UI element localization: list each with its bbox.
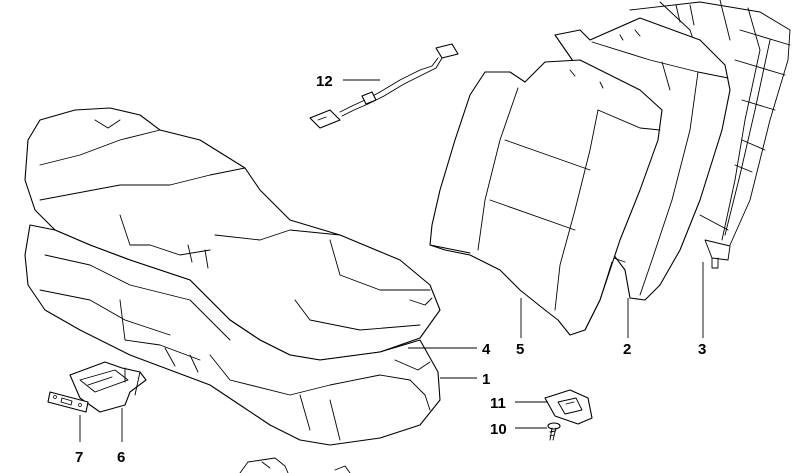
callout-4: 4 bbox=[482, 341, 491, 358]
part-11-latch-cover bbox=[544, 389, 593, 425]
callout-10: 10 bbox=[490, 421, 507, 438]
callout-11: 11 bbox=[490, 395, 506, 412]
callout-7: 7 bbox=[75, 449, 83, 466]
callout-3: 3 bbox=[698, 341, 706, 358]
partial-part-bottom bbox=[239, 457, 351, 473]
callout-2: 2 bbox=[623, 341, 631, 358]
part-1-cushion-base bbox=[24, 224, 441, 446]
callout-12: 12 bbox=[316, 73, 333, 90]
part-3-backrest-frame bbox=[629, 0, 791, 269]
part-7-trim-plate bbox=[47, 391, 89, 413]
callouts: 12 4 1 5 2 3 11 10 7 6 bbox=[75, 73, 706, 466]
part-4-cushion-cover bbox=[24, 107, 441, 361]
callout-5: 5 bbox=[516, 341, 524, 358]
part-12-wiring-harness bbox=[309, 43, 459, 129]
part-6-bracket bbox=[69, 361, 147, 413]
callout-6: 6 bbox=[117, 449, 125, 466]
part-5-backrest-cover bbox=[429, 59, 663, 336]
part-10-screw bbox=[547, 422, 561, 441]
callout-1: 1 bbox=[482, 371, 490, 388]
leader-lines bbox=[79, 79, 704, 442]
